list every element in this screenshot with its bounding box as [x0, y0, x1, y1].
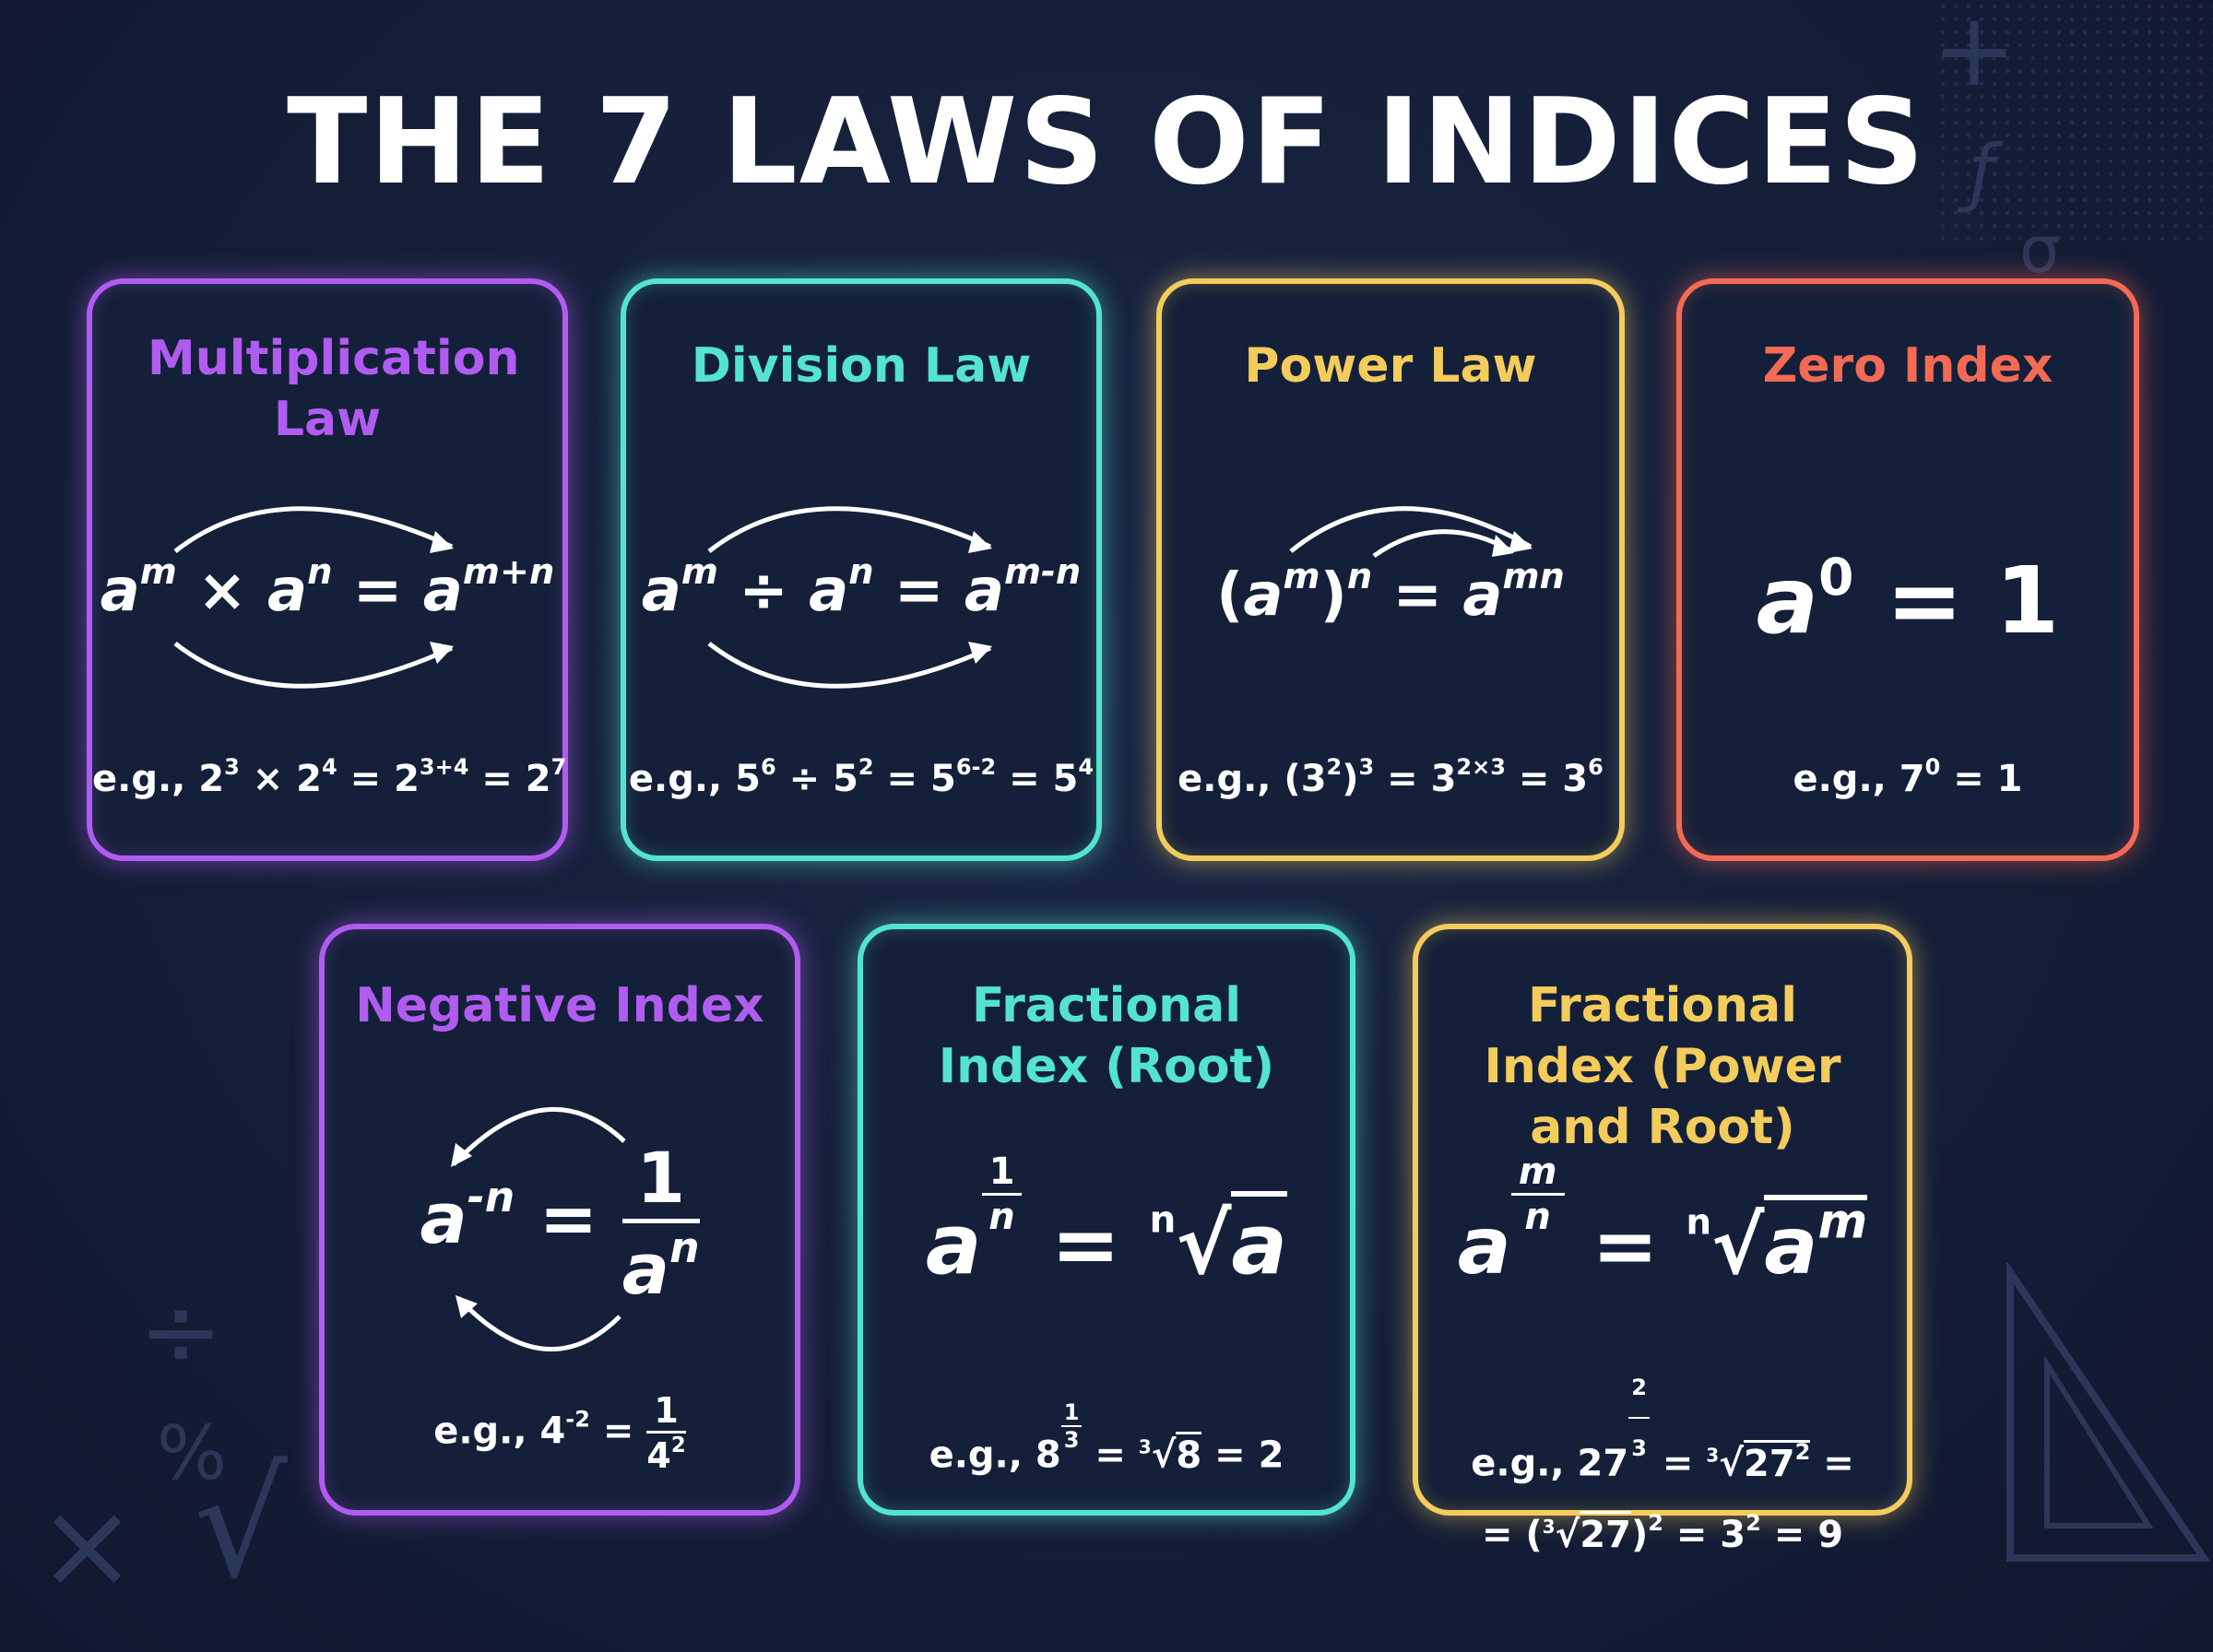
percent-icon: %	[157, 1410, 228, 1496]
formula: am × an = am+n	[100, 551, 555, 625]
card-heading: Zero Index	[1762, 338, 2053, 394]
card-division-law: Division Law am ÷ an = am-n e.g., 56 ÷ 5…	[621, 278, 1102, 861]
root-icon: √	[194, 1438, 288, 1611]
card-heading: Division Law	[691, 338, 1032, 394]
example: e.g., (32)3 = 32×3 = 36	[1178, 754, 1604, 800]
formula: (am)n = amn	[1216, 556, 1565, 630]
card-heading: Multiplication Law	[148, 331, 520, 447]
example-line-2: = (3√27)2 = 32 = 9	[1481, 1509, 1844, 1556]
card-heading: Fractional Index (Root)	[938, 978, 1275, 1094]
card-multiplication-law: Multiplication Law am × an = am+n e.g., …	[87, 278, 568, 861]
card-heading: Negative Index	[355, 978, 764, 1033]
card-heading: Fractional Index (Power and Root)	[1484, 978, 1841, 1155]
card-power-law: Power Law (am)n = amn e.g., (32)3 = 32×3…	[1156, 278, 1625, 861]
example: e.g., 23 × 24 = 23+4 = 27	[92, 754, 567, 800]
card-heading: Power Law	[1244, 338, 1537, 394]
function-icon: ƒ	[1969, 129, 1995, 215]
page-title: THE 7 LAWS OF INDICES	[287, 74, 1926, 211]
example: e.g., 56 ÷ 52 = 56-2 = 54	[628, 754, 1095, 800]
card-zero-index: Zero Index a0 = 1 e.g., 70 = 1	[1676, 278, 2139, 861]
formula: a0 = 1	[1756, 547, 2060, 655]
formula: am ÷ an = am-n	[641, 551, 1082, 625]
plus-icon: +	[1932, 0, 2018, 109]
sigma-icon: σ	[2019, 212, 2061, 288]
example: e.g., 70 = 1	[1793, 754, 2023, 800]
dot-pattern	[1936, 0, 2213, 240]
ruler-triangle-icon	[2006, 1263, 2211, 1562]
times-icon: ×	[37, 1475, 137, 1615]
divide-icon: ÷	[138, 1272, 224, 1390]
